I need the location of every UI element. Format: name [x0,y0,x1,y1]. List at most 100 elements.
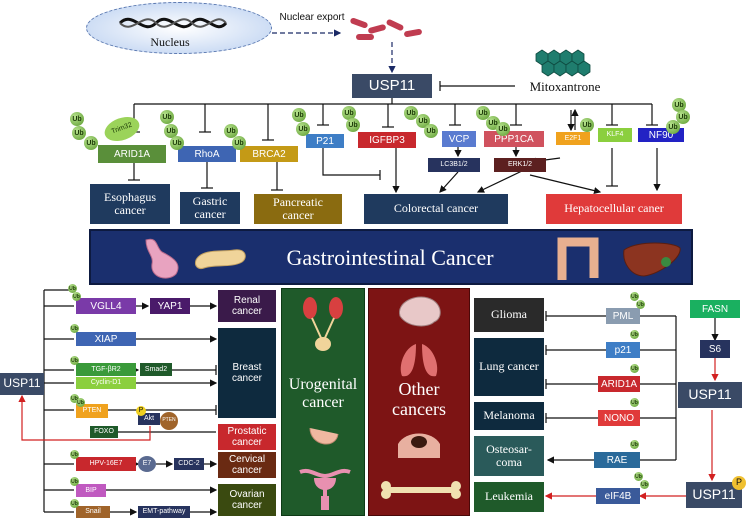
osteosarcoma-box: Osteosar-coma [474,436,544,476]
vgll4-box: VGLL4 [76,298,136,314]
ub-icon: Ub [676,110,690,124]
eif4b-box: eIF4B [596,488,640,504]
vcp-box: VCP [442,131,476,147]
e7-circle: E7 [138,456,156,472]
ub-icon: Ub [496,122,510,136]
ub-icon: Ub [634,472,643,481]
e2f1-box: E2F1 [556,132,590,145]
mitoxantrone-label: Mitoxantrone [529,78,601,94]
phospho-badge: P [732,476,746,490]
ub-icon: Ub [70,324,79,333]
ub-icon: Ub [666,120,680,134]
lc3b-box: LC3B1/2 [428,158,480,172]
tgfbr2-box: TGF-βR2 [76,363,136,376]
ub-icon: Ub [404,106,418,120]
ub-icon: Ub [70,499,79,508]
rhoa-box: RhoA [178,146,236,162]
dna-icon [118,17,228,29]
urogenital-label: Urogenital cancer [288,376,358,411]
gastrointestinal-label: Gastrointestinal Cancer [286,244,494,270]
usp11-hub: USP11 [352,74,432,98]
stomach-icon [145,238,179,279]
arid1a-right-box: ARID1A [598,376,640,392]
ub-icon: Ub [164,124,178,138]
ub-icon: Ub [630,292,639,301]
pten-box: PTEN [76,404,108,418]
ub-icon: Ub [630,398,639,407]
ub-icon: Ub [296,122,310,136]
esophagus-cancer: Esophagus cancer [90,184,170,224]
ub-icon: Ub [630,440,639,449]
brain-icon [399,296,441,327]
lung-cancer-box: Lung cancer [474,338,544,396]
pancreatic-cancer: Pancreatic cancer [254,194,342,224]
ub-icon: Ub [292,108,306,122]
akt-box: Akt [138,413,160,425]
pten-circle: PTEN [160,412,178,430]
ub-icon: Ub [72,292,81,301]
bone-icon [381,481,461,499]
ub-icon: Ub [476,106,490,120]
ub-icon: Ub [342,106,356,120]
renal-cancer: Renal cancer [218,290,276,322]
ub-icon: Ub [68,284,77,293]
cyclind1-box: Cyclin-D1 [76,377,136,389]
gastric-cancer: Gastric cancer [180,192,240,224]
other-cancers-label: Other cancers [392,379,446,419]
cervical-cancer: Cervical cancer [218,452,276,478]
rae-box: RAE [594,452,640,468]
ub-icon: Ub [346,118,360,132]
ub-icon: Ub [84,136,98,150]
ub-icon: Ub [232,136,246,150]
breast-icon [309,427,339,445]
ub-icon: Ub [424,124,438,138]
smad2-box: Smad2 [140,363,172,376]
ub-icon: Ub [70,112,84,126]
igfbp3-box: IGFBP3 [358,132,416,148]
leukemia-box: Leukemia [474,482,544,512]
mrna-icon [350,17,422,40]
ub-icon: Ub [76,398,85,407]
ub-icon: Ub [70,477,79,486]
ovarian-cancer: Ovarian cancer [218,484,276,516]
nucleus [86,2,272,54]
hepatocellular-cancer: Hepatocellular caner [546,194,682,224]
klf4-box: KLF4 [598,128,632,142]
fasn-box: FASN [690,300,740,318]
skin-icon [398,433,440,458]
colorectal-cancer: Colorectal cancer [364,194,508,224]
ub-icon: Ub [70,394,79,403]
ub-icon: Ub [672,98,686,112]
prostatic-cancer: Prostatic cancer [218,424,276,450]
lung-icon [400,344,438,377]
mitoxantrone-structure-icon [535,49,591,77]
nono-box: NONO [598,410,640,426]
ub-icon: Ub [580,118,594,132]
ub-icon: Ub [70,356,79,365]
bip-box: BIP [76,484,106,497]
erk-box: ERK1/2 [494,158,546,172]
emt-box: EMT-pathway [138,506,190,518]
nucleus-label: Nucleus [150,35,190,50]
ppp1ca-box: PPP1CA [484,131,544,147]
ub-icon: Ub [640,480,649,489]
yap1-box: YAP1 [150,298,190,314]
arid1a-top: ARID1A [98,145,166,163]
melanoma-box: Melanoma [474,402,544,430]
cdc2-box: CDC-2 [174,458,204,470]
ub-icon: Ub [72,126,86,140]
s6-box: S6 [700,340,730,358]
uterus-icon [299,468,351,510]
p21-top: P21 [306,134,344,148]
breast-cancer: Breast cancer [218,328,276,418]
ub-icon: Ub [170,136,184,150]
usp11-left-hub: USP11 [0,373,44,395]
pml-box: PML [606,308,640,324]
pancreas-icon [195,249,246,269]
ub-icon: Ub [160,110,174,124]
p-badge: P [136,406,146,416]
ub-icon: Ub [630,364,639,373]
foxo-box: FOXO [90,426,118,438]
glioma-box: Glioma [474,298,544,332]
